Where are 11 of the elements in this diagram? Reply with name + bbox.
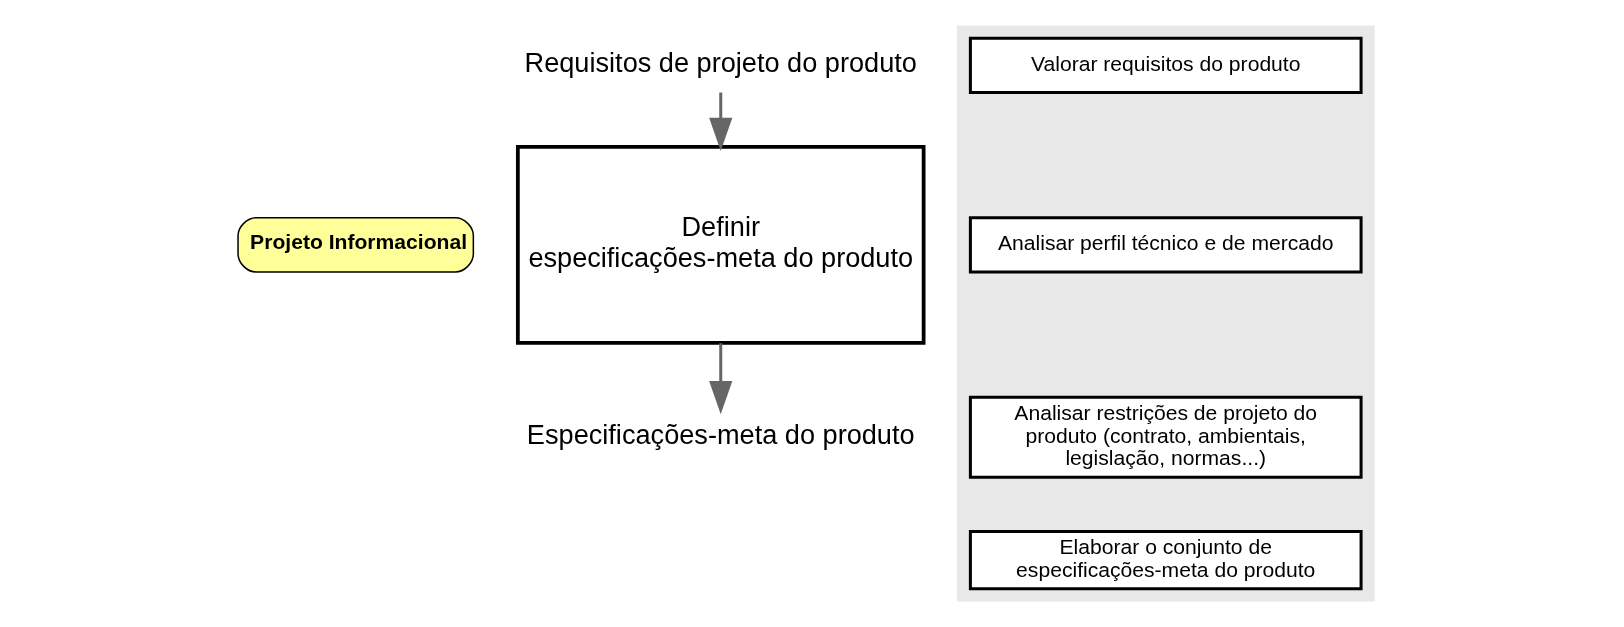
node-box: Analisar perfil técnico e de mercado: [968, 216, 1363, 274]
cluster: [956, 25, 1375, 602]
node-box: Analisar restrições de projeto do produto (contrato, ambientais, legislação, normas...): [968, 395, 1363, 479]
arrow: [709, 92, 733, 152]
node-box: Definir especificações-meta do produto: [515, 144, 926, 345]
node-box: Projeto Informacional: [237, 216, 475, 273]
node-text: Requisitos de projeto do produto: [524, 47, 917, 78]
node-text: Especificações-meta do produto: [526, 418, 915, 450]
node-box: Elaborar o conjunto de especificações-meta do produto: [968, 529, 1363, 591]
arrow: [709, 343, 733, 415]
node-box: Valorar requisitos do produto: [968, 36, 1363, 95]
